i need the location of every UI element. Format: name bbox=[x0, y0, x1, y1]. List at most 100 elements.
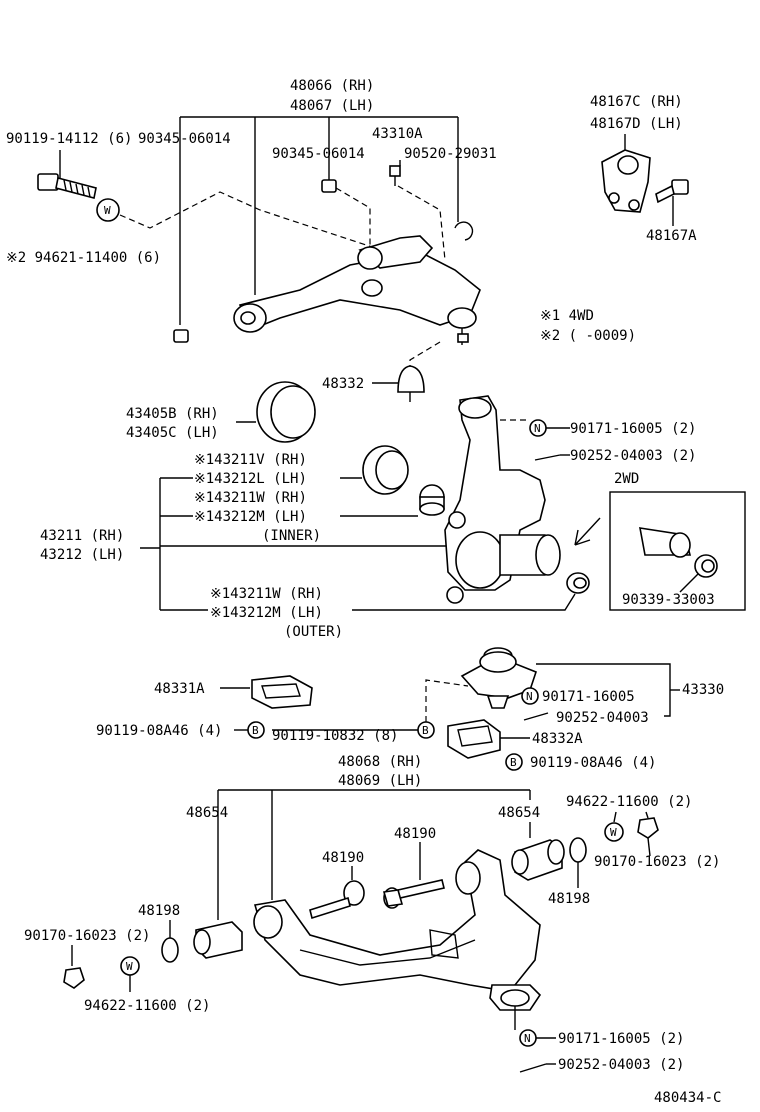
label-bolt-top-left: 90119-14112 (6) bbox=[6, 131, 132, 147]
label-seal-lh: 43405C (LH) bbox=[126, 425, 219, 441]
label-part-43310a: 43310A bbox=[372, 126, 423, 142]
label-pin-90252-b: 90252-04003 bbox=[556, 710, 649, 726]
grease-fitting-icon bbox=[389, 165, 401, 186]
snap-ring-icon bbox=[454, 221, 474, 241]
cotter-pin-icon bbox=[519, 1063, 547, 1073]
label-bracket-rh: 48167C (RH) bbox=[590, 94, 683, 110]
label-cam-48198-right: 48198 bbox=[548, 891, 590, 907]
label-bush-48654-a: 48654 bbox=[186, 805, 228, 821]
label-nut-90170-left: 90170-16023 (2) bbox=[24, 928, 150, 944]
svg-text:B: B bbox=[510, 756, 517, 769]
label-bush-v: ※143211V (RH) bbox=[194, 452, 307, 468]
label-bush-l: ※143212L (LH) bbox=[194, 471, 307, 487]
diagram-id: 480434-C bbox=[654, 1090, 721, 1106]
label-nut-90170-right: 90170-16023 (2) bbox=[594, 854, 720, 870]
label-bolt-48190-b: 48190 bbox=[322, 850, 364, 866]
hex-bolt-icon bbox=[37, 173, 97, 199]
bushing-icon bbox=[566, 572, 590, 594]
label-bolt-90345-b: 90345-06014 bbox=[272, 146, 365, 162]
label-note-1: ※1 4WD bbox=[540, 308, 594, 324]
bushing-icon bbox=[419, 484, 445, 516]
nut-icon: N bbox=[519, 1029, 537, 1047]
label-bush-m-in: ※143212M (LH) bbox=[194, 509, 307, 525]
label-note-2: ※2 ( -0009) bbox=[540, 328, 636, 344]
cam-plate-icon bbox=[161, 937, 179, 963]
bushing-icon bbox=[694, 554, 718, 578]
label-bracket-lh: 48167D (LH) bbox=[590, 116, 683, 132]
svg-text:N: N bbox=[534, 422, 541, 435]
label-2wd: 2WD bbox=[614, 471, 639, 487]
label-upper-arm-lh: 48067 (LH) bbox=[290, 98, 374, 114]
label-washer-94621: ※2 94621-11400 (6) bbox=[6, 250, 161, 266]
label-bump-48332: 48332 bbox=[322, 376, 364, 392]
label-cam-48198-left: 48198 bbox=[138, 903, 180, 919]
bolt-icon: B bbox=[417, 721, 435, 739]
label-bolt-48190-a: 48190 bbox=[394, 826, 436, 842]
cotter-pin-icon bbox=[534, 454, 561, 461]
label-bush-w-in: ※143211W (RH) bbox=[194, 490, 307, 506]
label-inner: (INNER) bbox=[262, 528, 321, 544]
svg-text:N: N bbox=[526, 690, 533, 703]
small-bolt-icon bbox=[173, 329, 189, 343]
upper-control-arm-icon bbox=[233, 235, 481, 345]
label-part-90520: 90520-29031 bbox=[404, 146, 497, 162]
label-nut-90171-c: 90171-16005 (2) bbox=[558, 1031, 684, 1047]
bump-stopper-icon bbox=[251, 675, 313, 709]
dust-seal-icon bbox=[256, 381, 316, 443]
label-bolt-90345-a: 90345-06014 bbox=[138, 131, 231, 147]
lower-control-arm-icon bbox=[253, 849, 542, 1011]
label-bolt-90119-10832: 90119-10832 (8) bbox=[272, 728, 398, 744]
nut-icon bbox=[63, 967, 85, 989]
oil-seal-icon bbox=[362, 445, 409, 495]
label-nut-90171-b: 90171-16005 bbox=[542, 689, 635, 705]
label-pin-90252-a: 90252-04003 (2) bbox=[570, 448, 696, 464]
label-lower-arm-lh: 48069 (LH) bbox=[338, 773, 422, 789]
hex-bolt-icon bbox=[655, 179, 689, 204]
cam-bolt-icon bbox=[382, 879, 445, 909]
label-bolt-90119-08a46-b: 90119-08A46 (4) bbox=[530, 755, 656, 771]
bushing-icon bbox=[511, 839, 565, 881]
label-bolt-48167a: 48167A bbox=[646, 228, 697, 244]
svg-text:B: B bbox=[252, 724, 259, 737]
nut-icon bbox=[637, 817, 659, 839]
bracket-icon bbox=[601, 149, 651, 213]
bump-stopper-icon bbox=[447, 719, 501, 759]
nut-icon: N bbox=[521, 687, 539, 705]
bushing-icon bbox=[193, 921, 243, 959]
label-bush-w-out: ※143211W (RH) bbox=[210, 586, 323, 602]
spindle-icon bbox=[639, 527, 692, 558]
label-knuckle-lh: 43212 (LH) bbox=[40, 547, 124, 563]
label-washer-94622-top: 94622-11600 (2) bbox=[566, 794, 692, 810]
small-bolt-icon bbox=[321, 179, 337, 193]
label-washer-94622-bottom: 94622-11600 (2) bbox=[84, 998, 210, 1014]
bolt-icon: B bbox=[247, 721, 265, 739]
svg-text:W: W bbox=[126, 960, 133, 973]
label-lower-arm-rh: 48068 (RH) bbox=[338, 754, 422, 770]
label-bump-48331a: 48331A bbox=[154, 681, 205, 697]
label-pin-90252-c: 90252-04003 (2) bbox=[558, 1057, 684, 1073]
washer-icon: W bbox=[120, 956, 140, 976]
label-knuckle-rh: 43211 (RH) bbox=[40, 528, 124, 544]
ball-joint-icon bbox=[460, 647, 537, 709]
washer-icon: W bbox=[96, 198, 120, 222]
label-outer: (OUTER) bbox=[284, 624, 343, 640]
svg-text:W: W bbox=[104, 204, 111, 217]
label-ball-43330: 43330 bbox=[682, 682, 724, 698]
bump-stopper-icon bbox=[397, 365, 425, 402]
label-bush-48654-b: 48654 bbox=[498, 805, 540, 821]
cotter-pin-icon bbox=[523, 712, 549, 721]
label-bush-m-out: ※143212M (LH) bbox=[210, 605, 323, 621]
label-part-90339: 90339-33003 bbox=[622, 592, 715, 608]
bolt-icon: B bbox=[505, 753, 523, 771]
svg-text:W: W bbox=[610, 826, 617, 839]
label-nut-90171-a: 90171-16005 (2) bbox=[570, 421, 696, 437]
svg-text:N: N bbox=[524, 1032, 531, 1045]
steering-knuckle-icon bbox=[444, 395, 561, 604]
nut-icon: N bbox=[529, 419, 547, 437]
label-bolt-90119-08a46-a: 90119-08A46 (4) bbox=[96, 723, 222, 739]
label-bump-48332a: 48332A bbox=[532, 731, 583, 747]
svg-text:B: B bbox=[422, 724, 429, 737]
cam-bolt-icon bbox=[309, 880, 365, 920]
washer-icon: W bbox=[604, 822, 624, 842]
